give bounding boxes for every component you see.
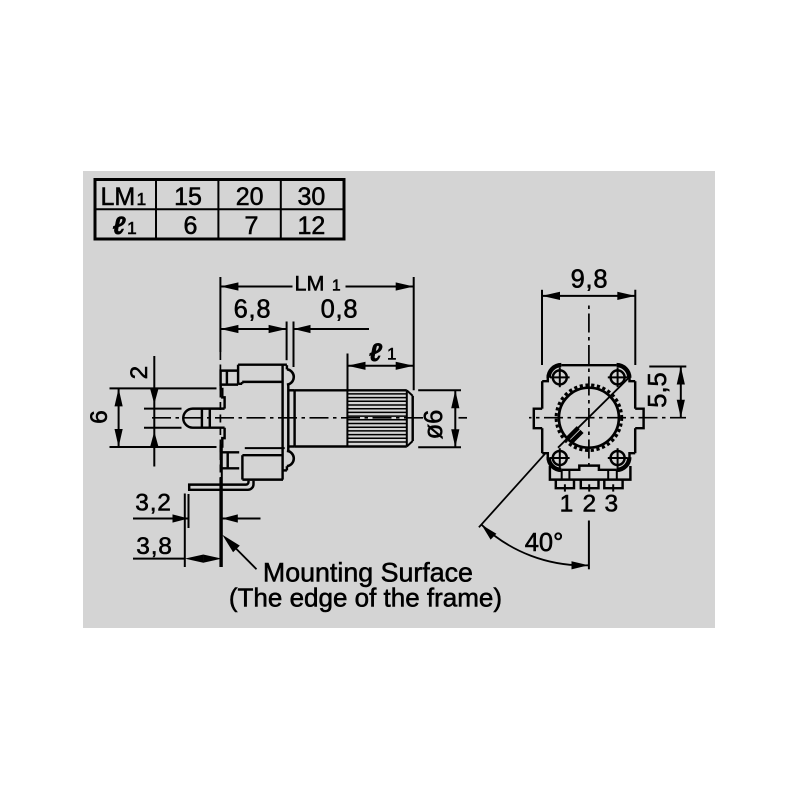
svg-text:6,8: 6,8 — [234, 296, 272, 324]
svg-text:3,8: 3,8 — [136, 533, 172, 560]
svg-text:LM: LM — [295, 272, 325, 296]
svg-text:15: 15 — [174, 183, 202, 211]
svg-text:1: 1 — [137, 189, 147, 209]
svg-text:Mounting Surface: Mounting Surface — [263, 558, 473, 588]
svg-text:6: 6 — [86, 410, 113, 424]
svg-text:ℓ: ℓ — [113, 212, 127, 240]
svg-text:2: 2 — [582, 491, 596, 518]
svg-text:6: 6 — [184, 212, 198, 240]
svg-text:12: 12 — [297, 212, 325, 240]
svg-text:1: 1 — [560, 491, 574, 518]
svg-text:(The edge of the frame): (The edge of the frame) — [229, 583, 502, 613]
svg-text:40°: 40° — [525, 529, 564, 557]
svg-text:3,2: 3,2 — [135, 490, 171, 517]
svg-text:2: 2 — [126, 366, 153, 380]
svg-text:1: 1 — [387, 345, 396, 364]
svg-text:LM: LM — [101, 183, 136, 211]
svg-text:ø6: ø6 — [420, 410, 448, 440]
svg-text:0,8: 0,8 — [321, 296, 359, 324]
svg-text:ℓ: ℓ — [369, 339, 383, 367]
svg-text:1: 1 — [127, 218, 137, 238]
svg-text:7: 7 — [245, 212, 259, 240]
svg-text:5,5: 5,5 — [644, 372, 672, 407]
svg-text:9,8: 9,8 — [571, 266, 609, 294]
svg-text:30: 30 — [297, 183, 325, 211]
svg-text:3: 3 — [604, 491, 618, 518]
svg-text:20: 20 — [236, 183, 264, 211]
svg-text:1: 1 — [332, 278, 341, 295]
